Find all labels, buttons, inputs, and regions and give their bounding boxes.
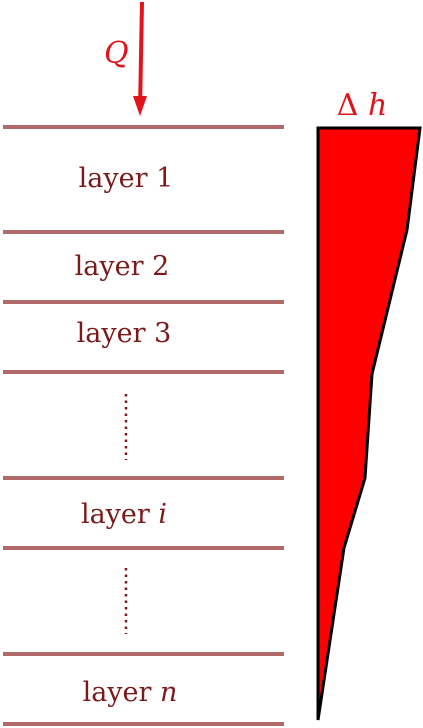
delta-h-label: Δ h xyxy=(337,88,388,123)
layer-label-i: layer i xyxy=(81,499,167,530)
load-label: Q xyxy=(104,36,129,71)
layer-label-1: layer 1 xyxy=(79,163,174,194)
layer-label-2: layer 2 xyxy=(75,251,170,282)
layer-label-3: layer 3 xyxy=(77,318,172,349)
load-arrowhead xyxy=(133,96,147,116)
layer-boundaries xyxy=(3,125,284,726)
load-arrow xyxy=(138,1,144,111)
delta-h-profile xyxy=(316,126,422,721)
layer-label-n: layer n xyxy=(83,677,178,708)
